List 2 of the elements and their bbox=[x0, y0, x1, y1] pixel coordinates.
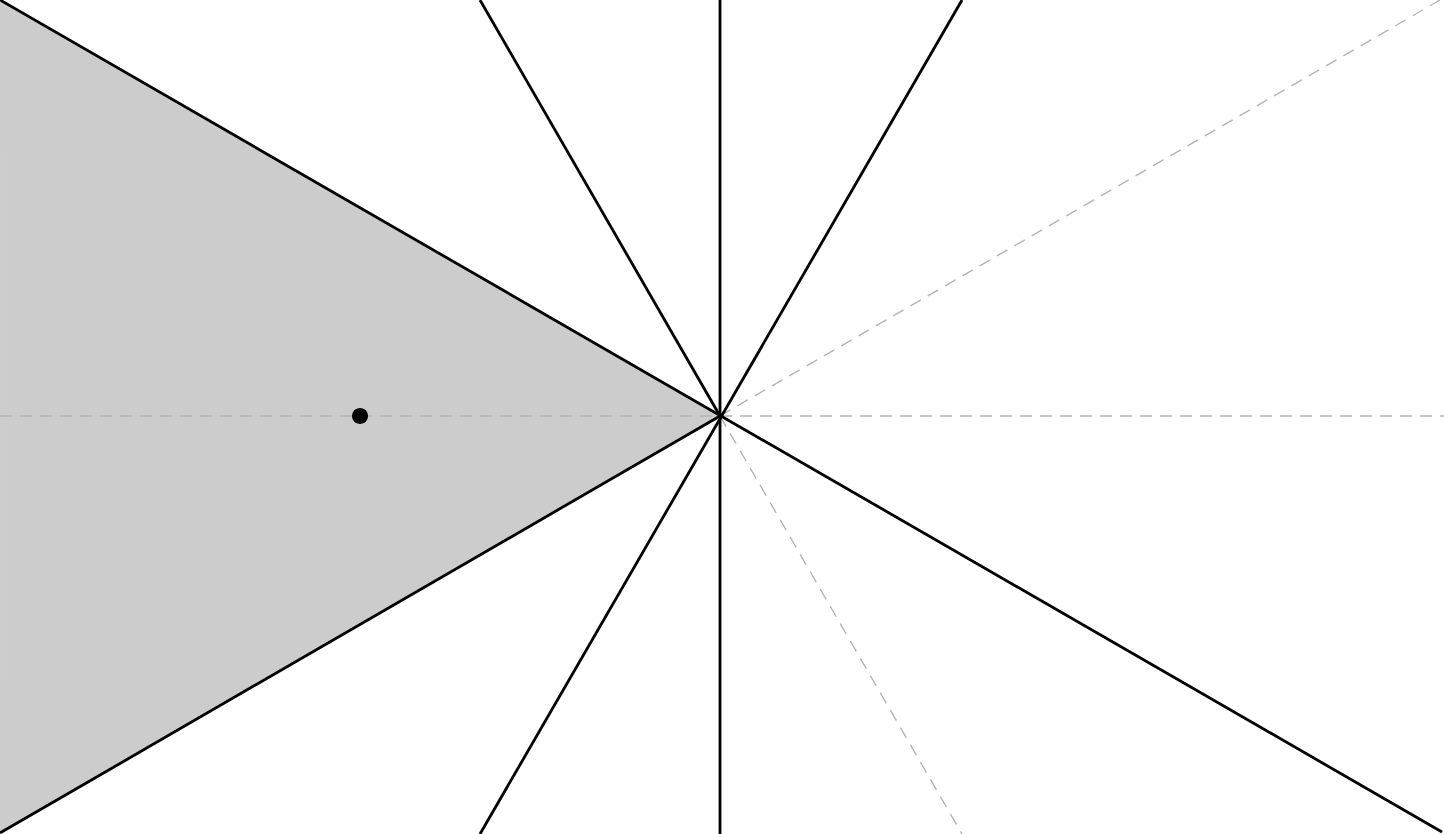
point-marker bbox=[352, 408, 368, 424]
shaded-sector bbox=[0, 0, 720, 833]
